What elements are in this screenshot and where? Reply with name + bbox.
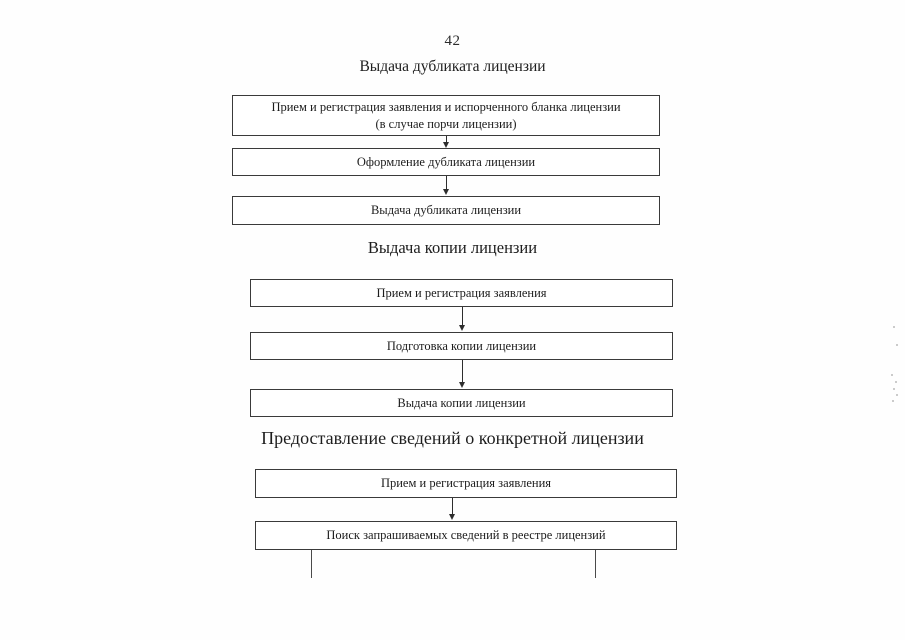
connector-stem: [446, 176, 447, 190]
flow-box-s1-step2: Оформление дубликата лицензии: [232, 148, 660, 176]
flow-box-s1-step1: Прием и регистрация заявления и испорчен…: [232, 95, 660, 136]
branch-line-right: [595, 550, 596, 578]
connector-stem: [446, 136, 447, 143]
flow-box-s3-step2: Поиск запрашиваемых сведений в реестре л…: [255, 521, 677, 550]
scan-speckle: [896, 394, 898, 396]
flow-box-s1-step1-line2: (в случае порчи лицензии): [375, 116, 517, 131]
scan-speckle: [892, 400, 894, 402]
flow-box-s1-step3: Выдача дубликата лицензии: [232, 196, 660, 225]
arrowhead-down-icon: [443, 142, 449, 148]
flow-box-s2-step2-label: Подготовка копии лицензии: [386, 338, 537, 353]
scan-speckle: [893, 326, 895, 328]
page-number: 42: [444, 33, 461, 49]
flow-box-s1-step1-line1: Прием и регистрация заявления и испорчен…: [271, 99, 621, 114]
flow-box-s3-step1-label: Прием и регистрация заявления: [380, 476, 552, 491]
flow-box-s2-step1-label: Прием и регистрация заявления: [376, 285, 547, 300]
flow-box-s2-step3: Выдача копии лицензии: [250, 389, 673, 417]
arrowhead-down-icon: [459, 325, 465, 331]
scan-speckle: [896, 344, 898, 346]
flow-box-s3-step2-label: Поиск запрашиваемых сведений в реестре л…: [326, 528, 606, 543]
flow-box-s2-step3-label: Выдача копии лицензии: [397, 395, 526, 410]
scan-speckle: [893, 388, 895, 390]
connector-stem: [452, 498, 453, 515]
connector-stem: [462, 307, 463, 326]
scan-speckle: [895, 381, 897, 383]
flow-box-s3-step1: Прием и регистрация заявления: [255, 469, 677, 498]
flow-box-s1-step2-label: Оформление дубликата лицензии: [356, 154, 536, 169]
flow-box-s2-step2: Подготовка копии лицензии: [250, 332, 673, 360]
arrowhead-down-icon: [459, 382, 465, 388]
flow-box-s1-step3-label: Выдача дубликата лицензии: [370, 203, 522, 218]
section-heading-duplicate-license: Выдача дубликата лицензии: [359, 58, 546, 75]
scan-speckle: [891, 374, 893, 376]
connector-stem: [462, 360, 463, 383]
arrowhead-down-icon: [443, 189, 449, 195]
flow-box-s2-step1: Прием и регистрация заявления: [250, 279, 673, 307]
arrowhead-down-icon: [449, 514, 455, 520]
section-heading-license-info: Предоставление сведений о конкретной лиц…: [261, 428, 644, 448]
branch-line-left: [311, 550, 312, 578]
section-heading-copy-license: Выдача копии лицензии: [367, 238, 538, 257]
